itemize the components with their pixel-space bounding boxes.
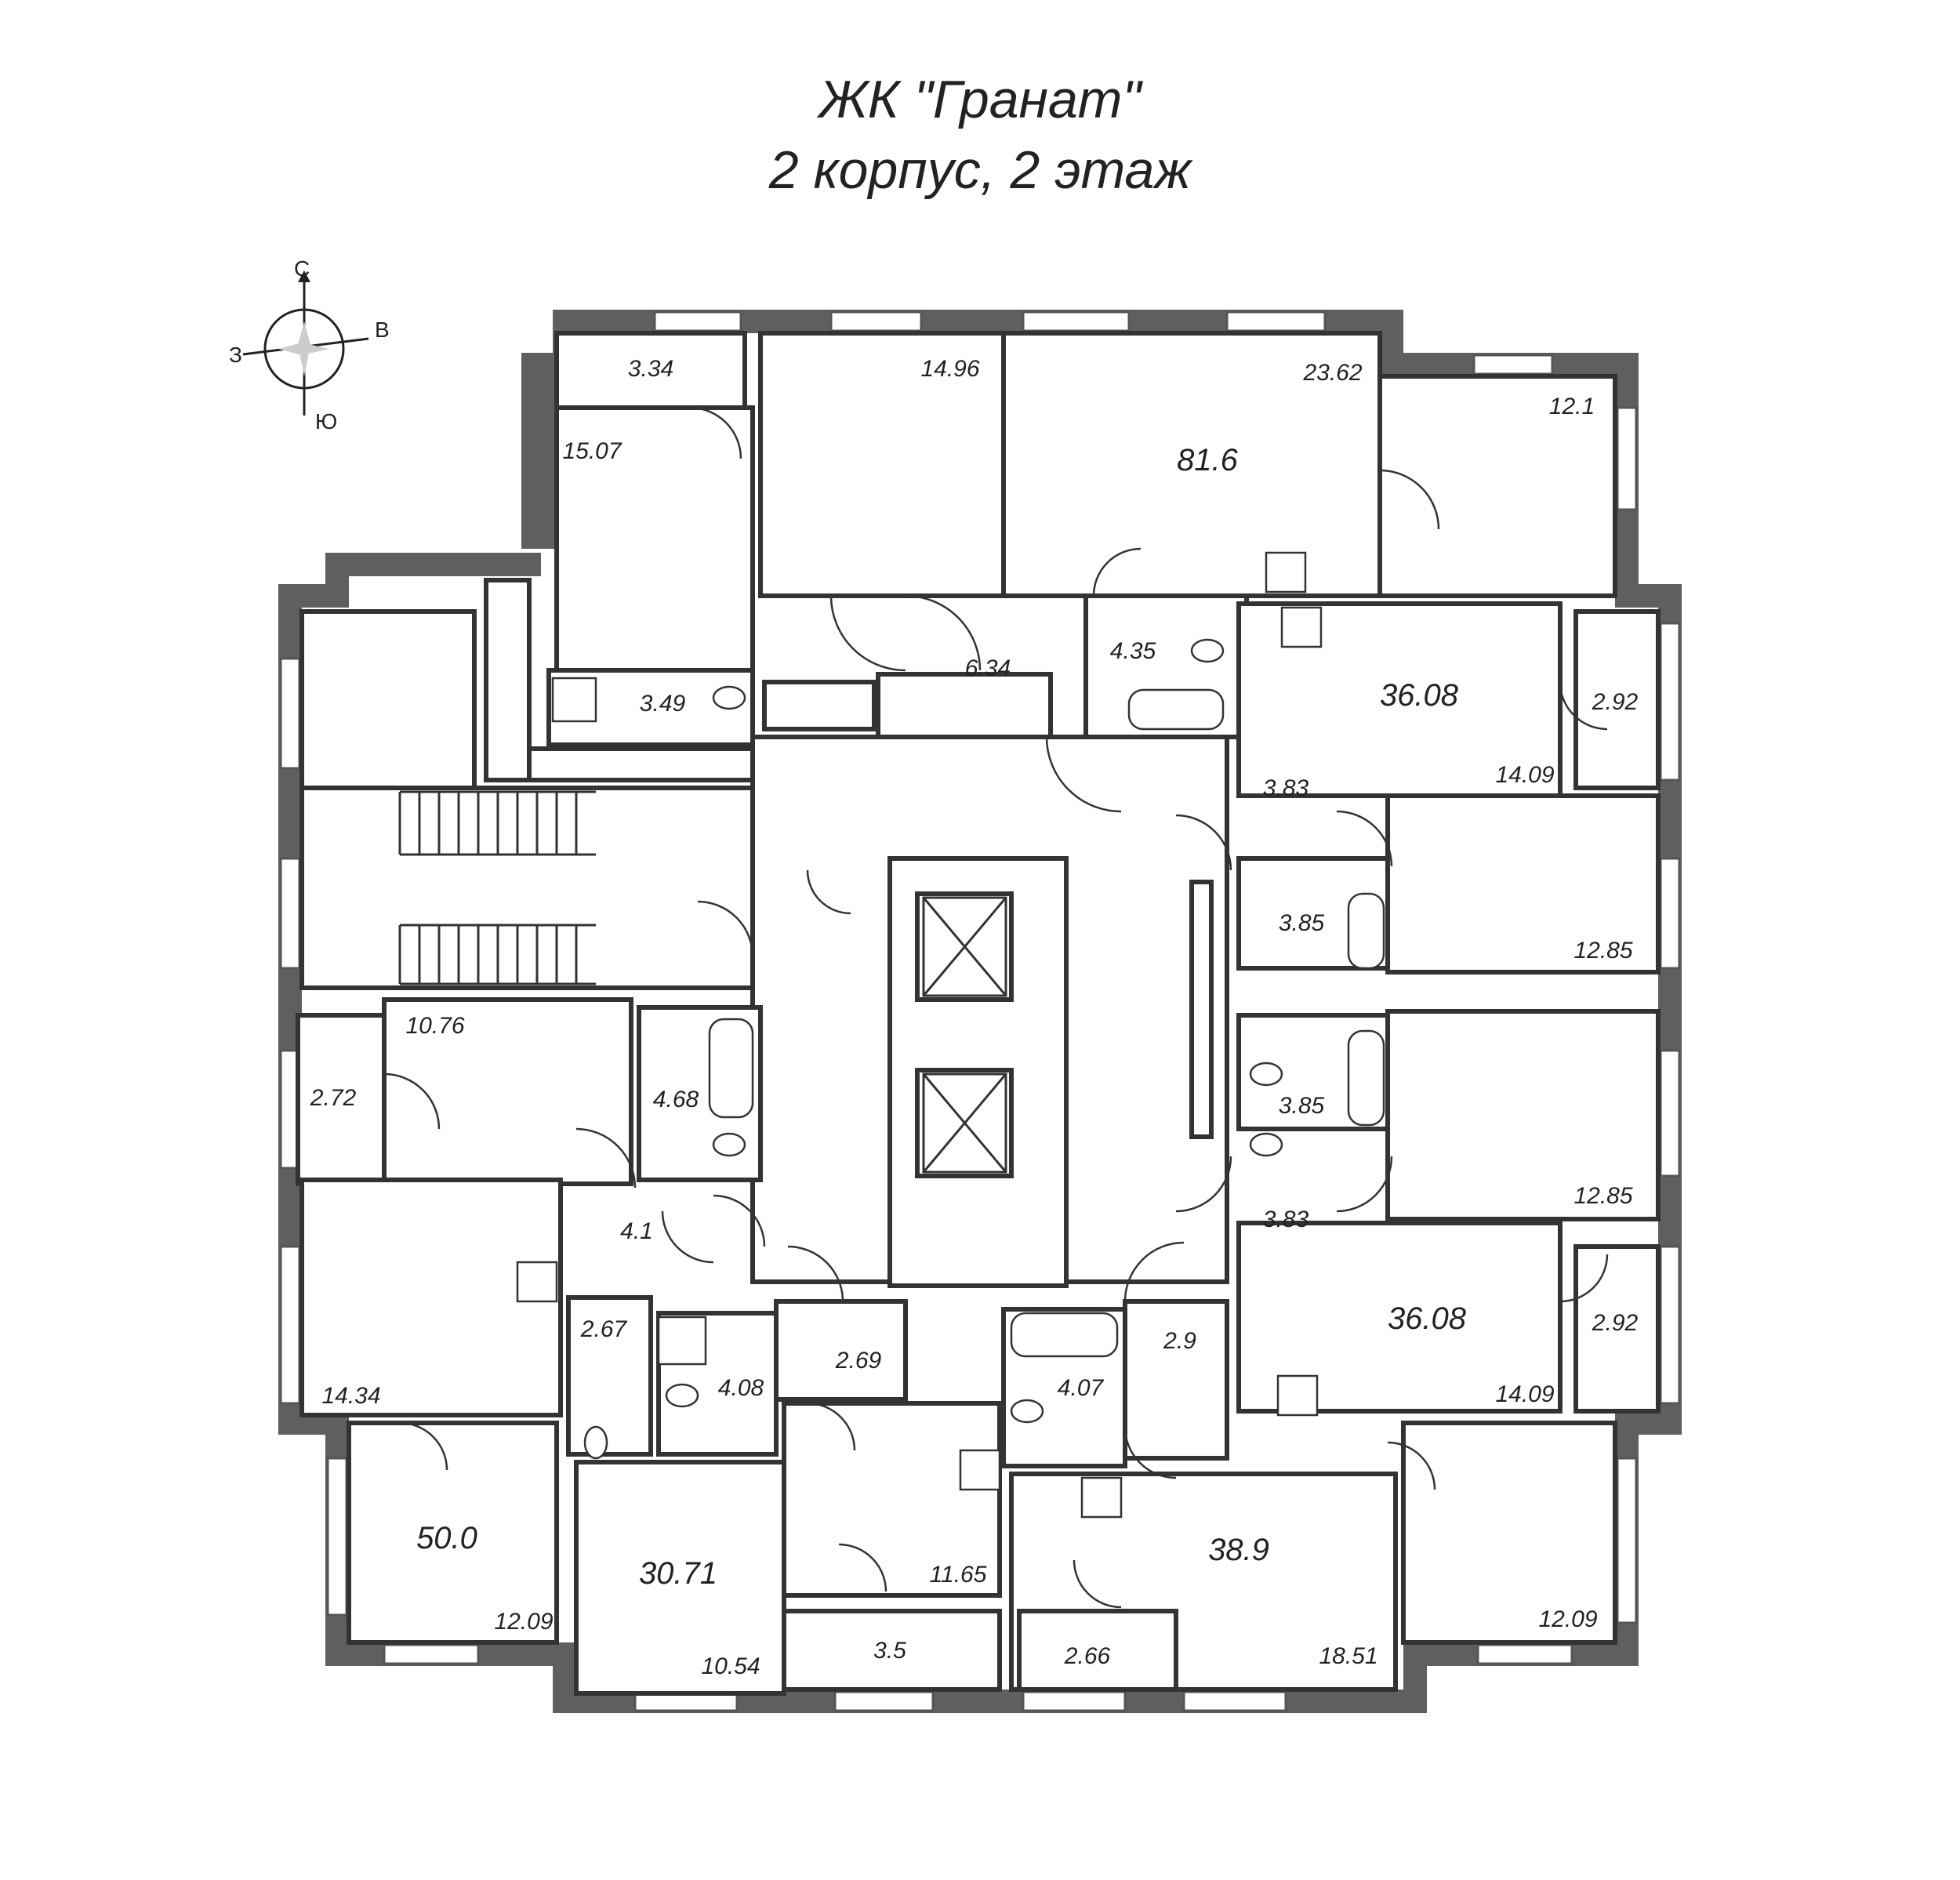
room-area-label: 3.85 [1279, 1093, 1325, 1119]
room-area-label: 4.08 [718, 1375, 764, 1401]
room-area-label: 12.09 [1538, 1606, 1597, 1632]
room-area-label: 14.96 [920, 356, 979, 382]
room-area-label: 4.35 [1110, 638, 1156, 664]
bathtub-icon [708, 1018, 754, 1119]
room-area-label: 14.09 [1495, 1381, 1554, 1407]
compass-east-label: В [375, 318, 390, 342]
shower-icon [657, 1316, 707, 1366]
room-area-label: 2.66 [1064, 1643, 1111, 1669]
stove-icon [1276, 1374, 1319, 1417]
compass-north-label: С [294, 256, 310, 281]
room-area-label: 4.68 [653, 1087, 699, 1112]
bathtub-icon [1347, 1029, 1385, 1127]
room-area-label: 12.1 [1549, 394, 1595, 419]
apartment-total-area: 50.0 [416, 1521, 477, 1555]
room-area-label: 12.85 [1573, 938, 1632, 964]
room-area-label: 3.34 [628, 356, 673, 382]
bathtub-icon [1127, 688, 1225, 731]
room-area-label: 18.51 [1319, 1643, 1377, 1669]
toilet-icon [1010, 1399, 1044, 1424]
room-area-label: 23.62 [1302, 360, 1362, 386]
room-area-label: 3.5 [873, 1638, 906, 1664]
room-area-label: 2.72 [310, 1085, 357, 1111]
room-area-label: 12.85 [1573, 1183, 1632, 1209]
room-area-label: 3.49 [640, 691, 686, 717]
room-area-label: 3.83 [1263, 1207, 1309, 1232]
stove-icon [1265, 551, 1307, 593]
room-area-label: 2.67 [580, 1316, 628, 1342]
toilet-icon [1249, 1132, 1283, 1157]
windows [279, 310, 1681, 1712]
shower-icon [551, 677, 597, 723]
interior-walls [296, 331, 1661, 1696]
toilet-icon [1249, 1062, 1283, 1087]
bathtub-icon [1347, 892, 1385, 970]
toilet-icon [712, 685, 746, 710]
room-area-label: 12.09 [494, 1609, 553, 1635]
compass-west-label: З [229, 343, 242, 367]
room-area-label: 6.34 [965, 655, 1011, 681]
apartment-total-area: 81.6 [1177, 443, 1239, 477]
room-area-label: 10.54 [701, 1653, 760, 1679]
room-area-label: 4.07 [1058, 1375, 1105, 1401]
room-area-label: 14.34 [321, 1383, 380, 1409]
compass-rose-icon [242, 270, 369, 416]
apartment-total-area: 36.08 [1380, 678, 1459, 713]
room-area-label: 3.85 [1279, 910, 1325, 936]
stove-icon [1080, 1476, 1123, 1519]
stove-icon [516, 1261, 558, 1303]
bathtub-icon [1010, 1312, 1119, 1358]
bathroom-fixtures [516, 551, 1385, 1519]
complex-title: ЖК "Гранат" [816, 70, 1143, 129]
door-swings [383, 406, 1609, 1609]
apartment-total-area: 38.9 [1208, 1533, 1269, 1567]
building-floor-subtitle: 2 корпус, 2 этаж [768, 140, 1194, 200]
toilet-icon [583, 1425, 608, 1460]
room-area-label: 3.83 [1263, 775, 1309, 801]
compass-south-label: Ю [315, 409, 337, 434]
elevator-shafts [922, 896, 1007, 1174]
room-area-label: 4.1 [620, 1218, 653, 1244]
room-area-label: 2.92 [1592, 1310, 1639, 1336]
room-area-label: 2.69 [835, 1348, 882, 1374]
stove-icon [959, 1449, 1001, 1491]
room-area-label: 11.65 [930, 1562, 987, 1588]
room-area-label: 2.9 [1163, 1328, 1196, 1354]
room-area-label: 15.07 [562, 438, 622, 464]
toilet-icon [712, 1132, 746, 1157]
room-area-label: 2.92 [1592, 689, 1639, 715]
room-area-label: 14.09 [1495, 762, 1554, 788]
apartment-total-area: 36.08 [1388, 1301, 1467, 1336]
toilet-icon [665, 1383, 699, 1408]
room-area-label: 10.76 [405, 1013, 464, 1039]
apartment-total-area: 30.71 [639, 1556, 717, 1591]
stove-icon [1280, 606, 1323, 648]
toilet-icon [1190, 638, 1225, 663]
stairs [398, 790, 596, 985]
